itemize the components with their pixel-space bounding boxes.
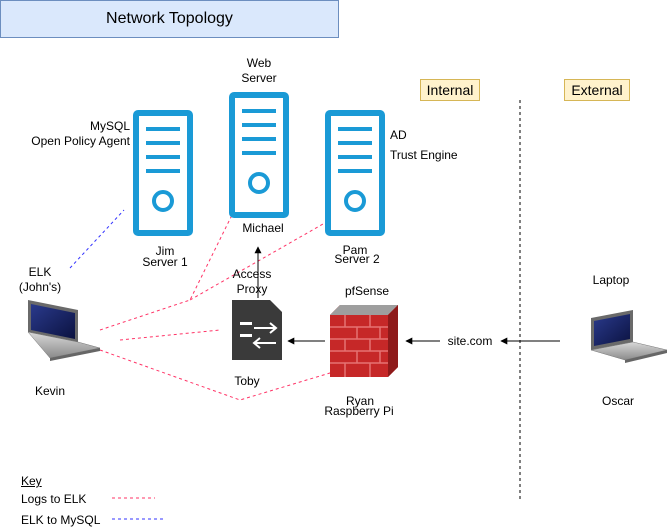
web-server-header-line1: Web <box>246 56 272 70</box>
pam-service-ad: AD <box>390 128 407 142</box>
server-jim-icon <box>133 110 193 236</box>
elk-mysql-line <box>69 209 125 269</box>
external-zone-label: External <box>564 79 630 101</box>
laptop-oscar-icon <box>590 310 668 363</box>
kevin-label: Kevin <box>34 384 66 398</box>
jim-name: Jim <box>155 244 175 258</box>
pam-role: Server 2 <box>334 252 380 266</box>
pfsense-label: pfSense <box>344 284 390 298</box>
elk-label: ELK <box>28 265 52 279</box>
jim-service-opa: Open Policy Agent <box>31 134 130 148</box>
internal-zone-label: Internal <box>420 79 480 101</box>
proxy-label-line2: Proxy <box>236 282 268 296</box>
pam-service-trust-engine: Trust Engine <box>390 148 458 162</box>
elk-owner-label: (John's) <box>18 280 62 294</box>
server-web-icon <box>229 92 289 218</box>
jim-role: Server 1 <box>142 255 188 269</box>
key-elk-to-mysql: ELK to MySQL <box>21 513 101 527</box>
oscar-label: Oscar <box>601 394 634 408</box>
log-line-proxy <box>119 329 221 341</box>
log-connections <box>99 214 341 401</box>
proxy-label-line1: Access <box>232 267 272 281</box>
log-line-web <box>99 214 233 331</box>
web-server-header-line2: Server <box>241 71 277 85</box>
key-title: Key <box>21 474 42 488</box>
firewall-icon <box>330 305 398 377</box>
proxy-icon <box>232 300 282 360</box>
web-server-name: Michael <box>242 221 284 235</box>
pam-name: Pam <box>342 243 368 257</box>
laptop-kevin-icon <box>27 300 101 361</box>
server-pam-icon <box>325 110 385 236</box>
toby-label: Toby <box>234 374 260 388</box>
log-line-pam <box>189 219 331 301</box>
laptop-label: Laptop <box>592 273 630 287</box>
log-line-firewall <box>99 349 341 401</box>
diagram-title: Network Topology <box>0 0 339 38</box>
raspberry-pi-label: Raspberry Pi <box>324 404 394 418</box>
site-label: site.com <box>447 334 493 348</box>
key-logs-to-elk: Logs to ELK <box>21 492 87 506</box>
jim-service-mysql: MySQL <box>89 119 130 133</box>
ryan-label: Ryan <box>345 394 374 408</box>
